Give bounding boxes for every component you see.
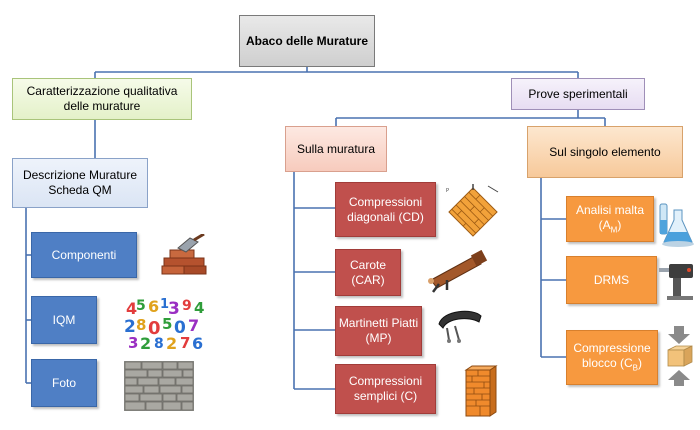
drms-node: DRMS	[566, 256, 657, 304]
svg-text:P: P	[446, 188, 449, 194]
componenti-node: Componenti	[31, 232, 137, 278]
block-compression-node: Compressione blocco (CB)	[566, 330, 658, 385]
element-label: Sul singolo elemento	[549, 144, 661, 159]
componenti-label: Componenti	[51, 247, 117, 262]
root-node: Abaco delle Murature	[239, 15, 375, 67]
drms-label: DRMS	[593, 272, 630, 287]
experimental-label: Prove sperimentali	[528, 86, 628, 101]
element-node: Sul singolo elemento	[527, 126, 683, 178]
qualitative-node: Caratterizzazione qualitativa delle mura…	[12, 78, 192, 120]
car-line2: (CAR)	[351, 272, 385, 287]
svg-text:8: 8	[136, 316, 146, 334]
svg-text:2: 2	[140, 334, 151, 350]
svg-text:2: 2	[124, 317, 136, 337]
svg-text:6: 6	[148, 297, 159, 316]
brick-column-icon	[464, 365, 498, 417]
mp-line2: (MP)	[365, 331, 392, 345]
masonry-node: Sulla muratura	[285, 126, 387, 172]
c-line2: semplici (C)	[353, 389, 418, 403]
svg-text:7: 7	[188, 316, 199, 335]
block-compression-icon	[667, 326, 693, 386]
svg-text:5: 5	[136, 298, 146, 314]
mp-line1: Martinetti Piatti	[338, 316, 419, 330]
cb-line2-end: )	[638, 356, 643, 371]
bricks-trowel-icon	[161, 234, 207, 275]
svg-text:0: 0	[148, 318, 161, 339]
colorful-numbers-icon: 4 5 6 1 3 9 4 2 8 0 5 0 7 3 2 8 2 7 6	[124, 297, 204, 350]
cb-line1: Compressione	[573, 341, 651, 356]
am-line2-sub: M	[610, 225, 618, 235]
root-label: Abaco delle Murature	[245, 33, 369, 48]
lab-flasks-icon	[659, 203, 694, 247]
core-drill-icon	[428, 250, 488, 293]
am-line2-main: (A	[598, 217, 611, 232]
am-line1: Analisi malta	[575, 202, 645, 217]
stone-wall-photo	[124, 361, 194, 411]
svg-text:1: 1	[160, 297, 169, 312]
cb-line2-sub: B	[632, 363, 639, 373]
diagonal-compression-node: Compressioni diagonali (CD)	[335, 182, 436, 237]
svg-text:6: 6	[192, 334, 203, 350]
iqm-label: IQM	[52, 312, 76, 327]
cb-line2-main: blocco (C	[581, 356, 633, 371]
description-line1: Descrizione Murature	[22, 168, 138, 182]
cd-line1: Compressioni	[348, 194, 423, 209]
flat-jack-icon	[438, 310, 482, 343]
c-line1: Compressioni	[348, 374, 423, 388]
svg-text:3: 3	[168, 299, 180, 319]
cores-node: Carote (CAR)	[335, 249, 401, 296]
drill-tester-icon	[659, 264, 693, 300]
am-line2-end: )	[617, 217, 622, 232]
foto-label: Foto	[51, 375, 76, 390]
flat-jacks-node: Martinetti Piatti (MP)	[335, 306, 422, 356]
foto-node: Foto	[31, 359, 97, 407]
qualitative-label: Caratterizzazione qualitativa delle mura…	[26, 84, 178, 113]
svg-text:8: 8	[154, 336, 164, 350]
iqm-node: IQM	[31, 296, 97, 344]
svg-text:2: 2	[166, 334, 177, 350]
svg-text:4: 4	[194, 299, 204, 317]
description-node: Descrizione Murature Scheda QM	[12, 158, 148, 208]
svg-text:5: 5	[162, 315, 172, 333]
svg-text:3: 3	[128, 334, 138, 350]
diagonal-compression-icon: P	[446, 184, 499, 237]
svg-text:4: 4	[126, 299, 137, 318]
experimental-node: Prove sperimentali	[511, 78, 645, 110]
car-line1: Carote	[349, 257, 387, 272]
mortar-analysis-node: Analisi malta (AM)	[566, 196, 654, 242]
svg-text:0: 0	[174, 318, 186, 338]
cd-line2: diagonali (CD)	[347, 209, 424, 224]
simple-compression-node: Compressioni semplici (C)	[335, 364, 436, 414]
svg-text:7: 7	[180, 334, 190, 350]
cb-line2: blocco (CB)	[582, 356, 642, 373]
description-line2: Scheda QM	[48, 183, 112, 197]
am-line2: (AM)	[599, 218, 622, 235]
svg-text:9: 9	[182, 298, 192, 314]
masonry-label: Sulla muratura	[296, 141, 376, 156]
